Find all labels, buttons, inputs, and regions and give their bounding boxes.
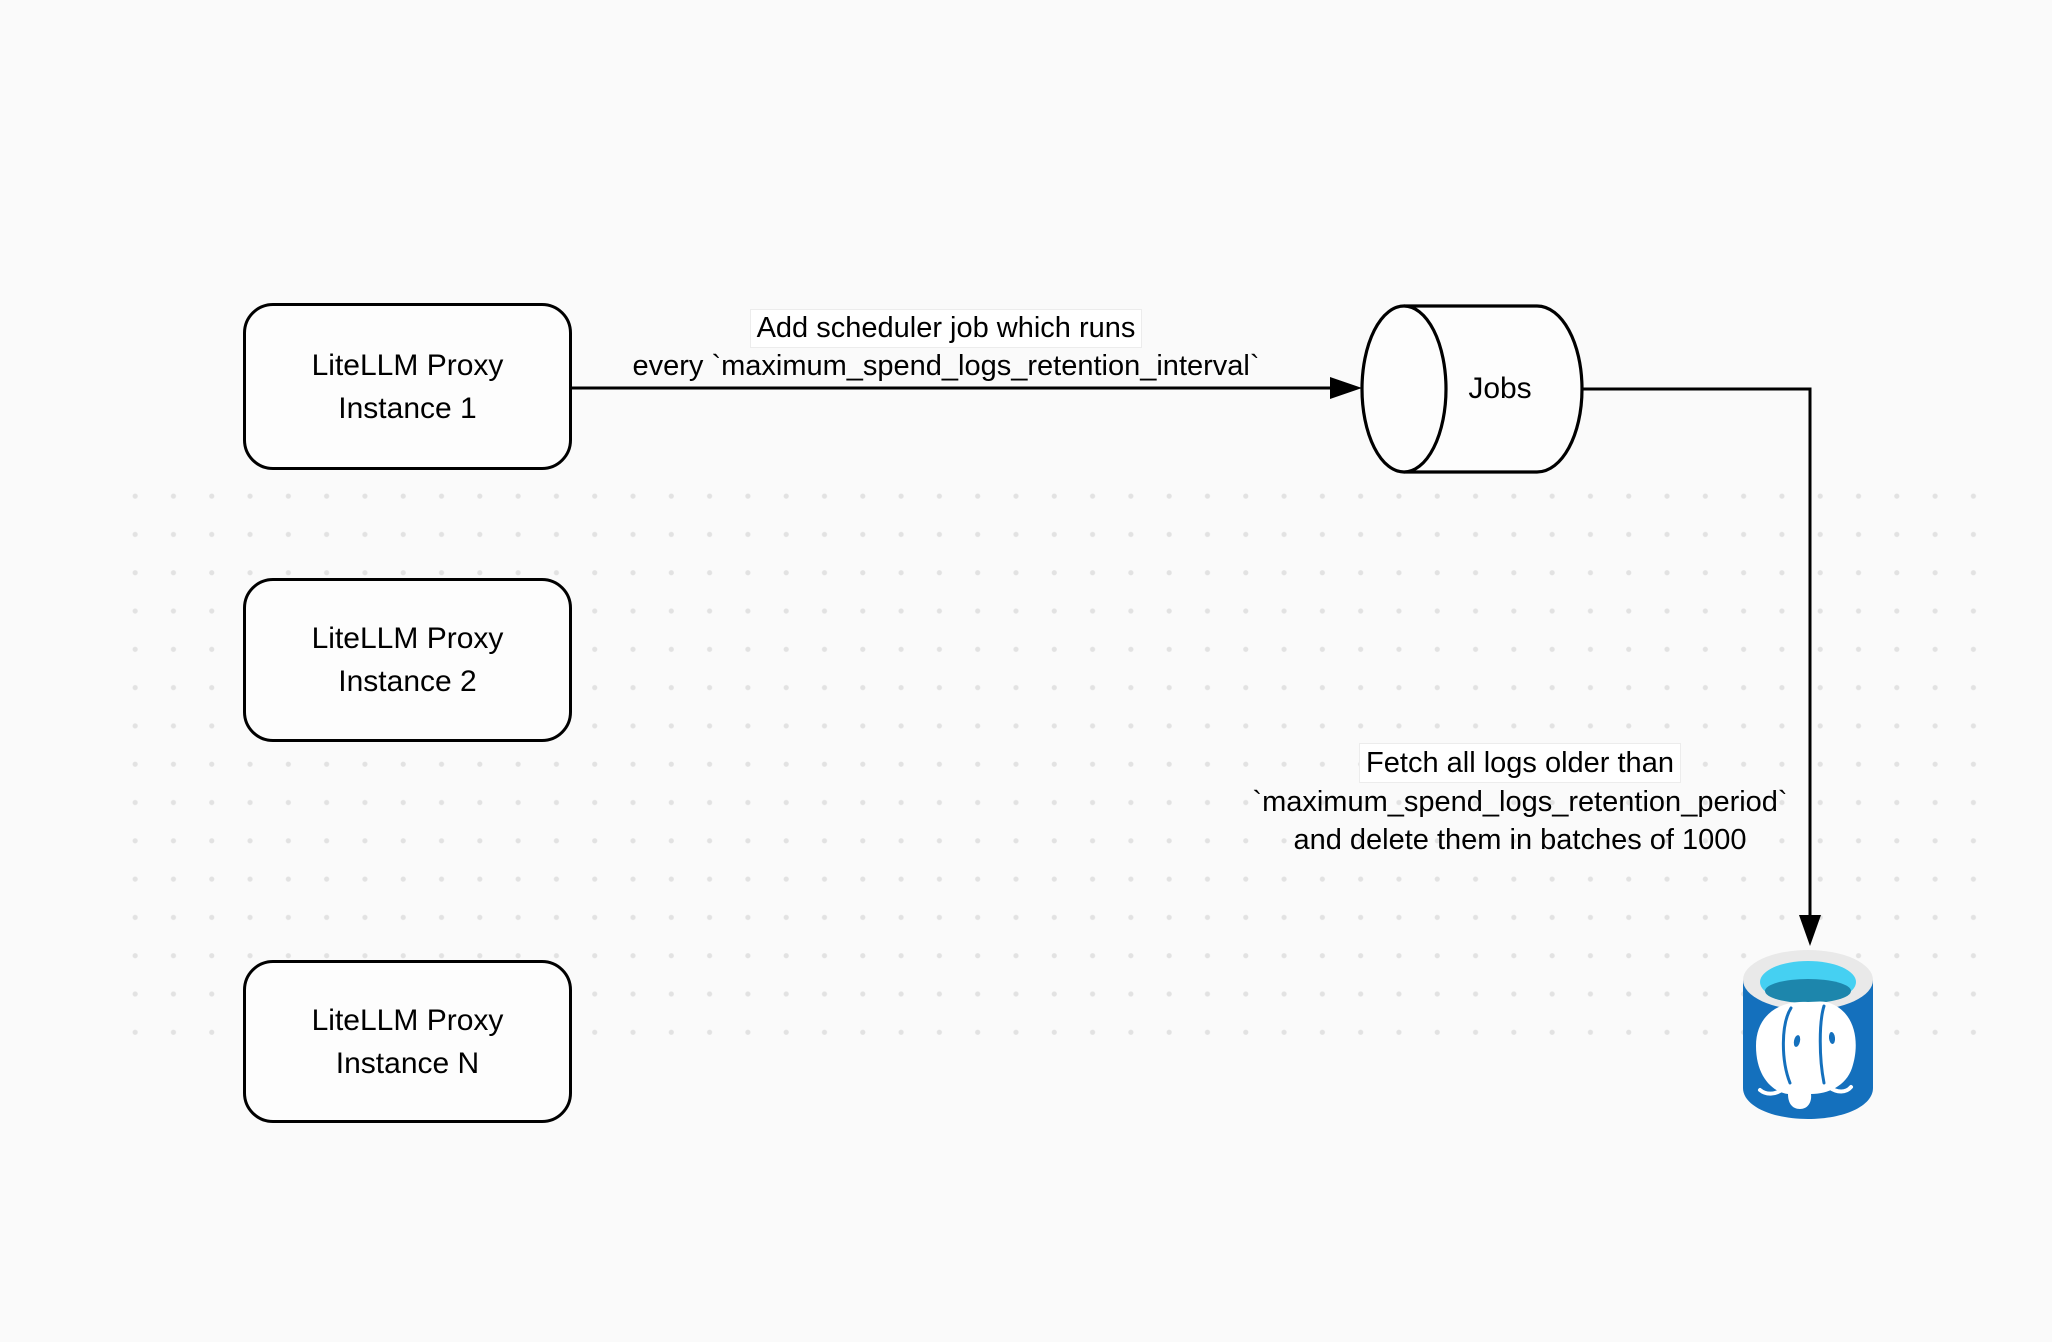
- edge-label-scheduler-line2: every `maximum_spend_logs_retention_inte…: [632, 350, 1260, 382]
- node-litellm-proxy-instance-2: LiteLLM Proxy Instance 2: [243, 578, 572, 742]
- edge-label-cleanup-line3: and delete them in batches of 1000: [1293, 824, 1747, 856]
- edge-label-cleanup: Fetch all logs older than `maximum_spend…: [1210, 743, 1830, 859]
- edge-label-cleanup-line1: Fetch all logs older than: [1359, 743, 1681, 783]
- edge-label-scheduler-line1: Add scheduler job which runs: [749, 309, 1143, 348]
- edge-label-cleanup-line2: `maximum_spend_logs_retention_period`: [1252, 786, 1788, 818]
- postgres-elephant-icon: [1756, 1001, 1856, 1109]
- node-litellm-proxy-instance-1: LiteLLM Proxy Instance 1: [243, 303, 572, 470]
- edge-schedule-arrow: [572, 377, 1362, 399]
- edge-cleanup-arrow: [1582, 387, 1821, 946]
- postgresql-database-icon: [1743, 950, 1873, 1119]
- jobs-queue-shape: [1360, 304, 1584, 474]
- postgres-top-liquid-shade: [1765, 979, 1851, 1003]
- jobs-queue-label: Jobs: [1468, 372, 1532, 405]
- node-litellm-proxy-instance-n: LiteLLM Proxy Instance N: [243, 960, 572, 1123]
- edge-label-scheduler: Add scheduler job which runs every `maxi…: [576, 309, 1316, 385]
